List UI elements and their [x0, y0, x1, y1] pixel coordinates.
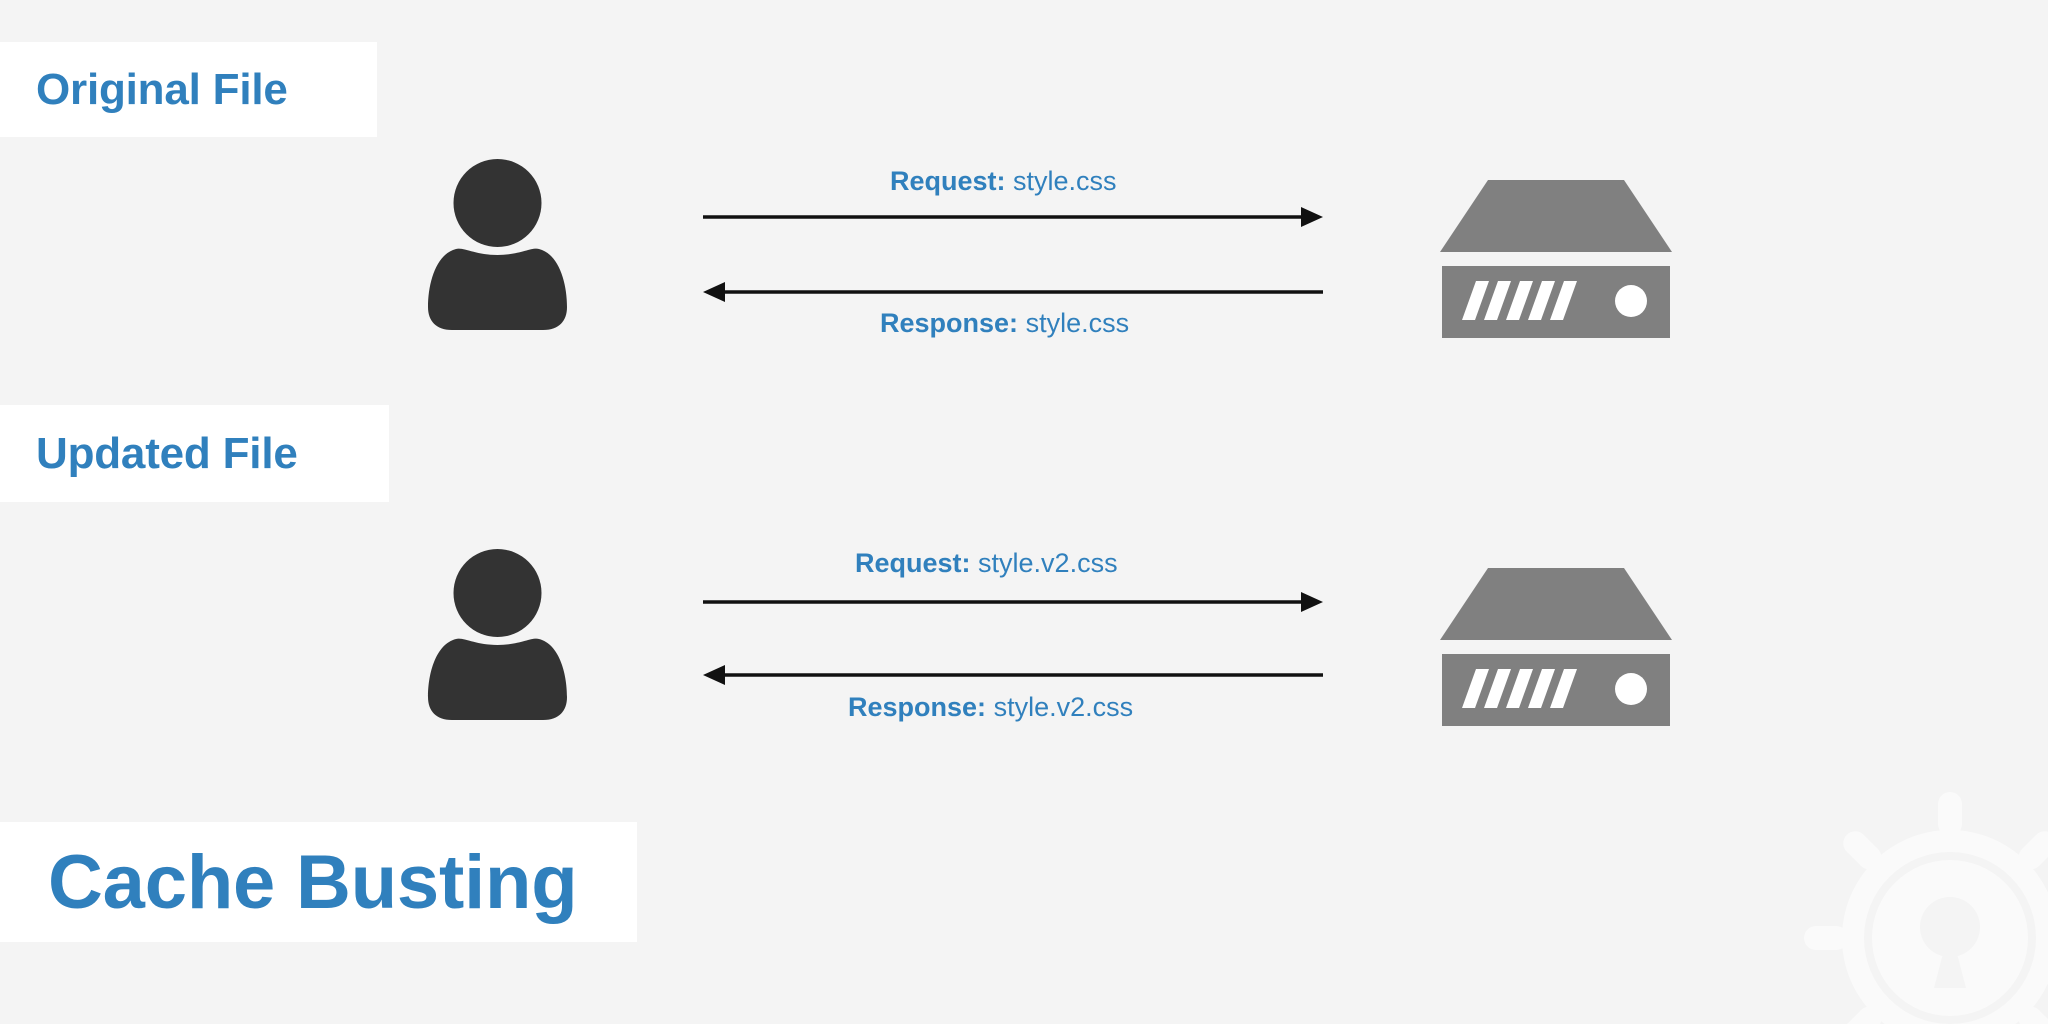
request-arrow-updated	[703, 589, 1323, 615]
message-caption-response-updated: Response: style.v2.css	[848, 694, 1133, 721]
section-label-text: Updated File	[36, 428, 298, 478]
message-value: style.css	[1013, 166, 1117, 196]
response-arrow-updated	[703, 662, 1323, 688]
message-value: style.v2.css	[978, 548, 1118, 578]
person-icon	[420, 155, 575, 330]
page-title-text: Cache Busting	[48, 839, 578, 925]
request-arrow-original	[703, 204, 1323, 230]
message-key: Response:	[880, 308, 1019, 338]
message-caption-request-original: Request: style.css	[890, 168, 1117, 195]
message-value: style.v2.css	[993, 692, 1134, 722]
message-caption-response-original: Response: style.css	[880, 310, 1129, 337]
message-value: style.css	[1025, 308, 1130, 338]
section-label-original-file: Original File	[0, 42, 377, 137]
message-key: Request:	[890, 166, 1006, 196]
section-label-text: Original File	[36, 64, 288, 114]
response-arrow-original	[703, 279, 1323, 305]
person-icon	[420, 545, 575, 720]
server-icon	[1440, 180, 1672, 338]
message-key: Response:	[848, 692, 987, 722]
message-key: Request:	[855, 548, 971, 578]
lock-gear-watermark-icon	[1800, 788, 2048, 1024]
page-title: Cache Busting	[0, 822, 637, 942]
section-label-updated-file: Updated File	[0, 405, 389, 502]
message-caption-request-updated: Request: style.v2.css	[855, 550, 1118, 577]
server-icon	[1440, 568, 1672, 726]
